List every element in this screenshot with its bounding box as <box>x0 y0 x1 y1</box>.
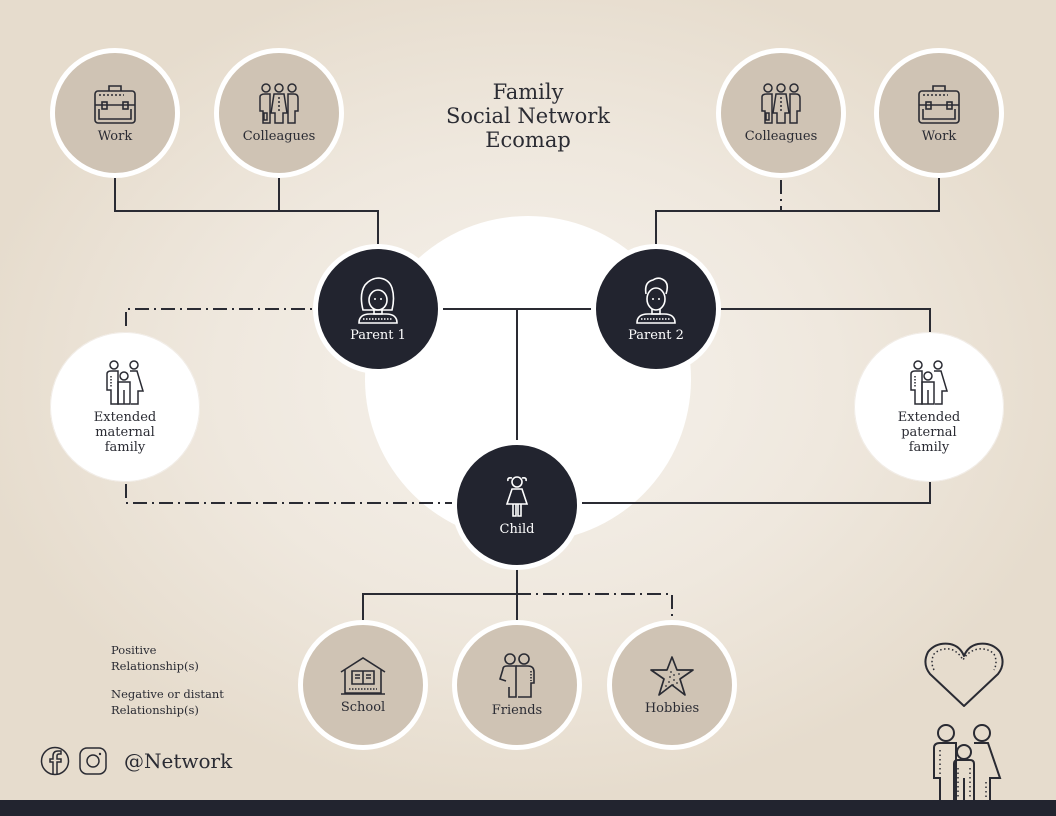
legend-label: Relationship(s) <box>111 659 199 673</box>
social-handle[interactable]: @Network <box>124 749 233 773</box>
line-child-hobbies <box>517 593 673 622</box>
facebook-icon[interactable] <box>40 746 70 776</box>
family-icon <box>910 359 949 405</box>
woman-icon <box>358 276 398 324</box>
node-friends[interactable]: Friends <box>452 620 582 750</box>
school-icon <box>340 656 386 695</box>
node-label: Colleagues <box>744 128 818 144</box>
line-maternal-parent1 <box>125 308 312 326</box>
node-hobbies[interactable]: Hobbies <box>607 620 737 750</box>
node-label: Child <box>499 521 535 537</box>
family-decoration-icon <box>933 724 1002 802</box>
briefcase-icon <box>94 84 136 124</box>
node-colleagues-right[interactable]: Colleagues <box>716 48 846 178</box>
colleagues-icon <box>259 82 299 124</box>
instagram-icon[interactable] <box>78 746 108 776</box>
social-links: @Network <box>40 745 232 777</box>
node-label: Extended paternal family <box>898 410 960 455</box>
node-work-right[interactable]: Work <box>874 48 1004 178</box>
title-line-3: Ecomap <box>485 128 571 152</box>
label-line: maternal <box>95 424 155 440</box>
line-work-right-parent2 <box>655 178 940 246</box>
label-line: family <box>908 439 950 455</box>
title-line-1: Family <box>492 80 564 104</box>
node-parent-1[interactable]: Parent 1 <box>313 244 443 374</box>
node-label: Work <box>97 128 133 144</box>
node-parent-2[interactable]: Parent 2 <box>591 244 721 374</box>
node-label: Colleagues <box>242 128 316 144</box>
node-child[interactable]: Child <box>452 440 582 570</box>
man-icon <box>636 276 676 324</box>
node-label: Parent 2 <box>628 327 684 343</box>
label-line: family <box>104 439 146 455</box>
legend-positive: Positive Relationship(s) <box>40 642 270 676</box>
legend-label: Positive <box>111 643 157 657</box>
legend-negative-text: Negative or distant Relationship(s) <box>111 686 224 718</box>
node-extended-maternal-family[interactable]: Extended maternal family <box>50 332 200 482</box>
line-maternal-child <box>125 484 452 504</box>
line-child-school-friends <box>362 593 518 622</box>
node-school[interactable]: School <box>298 620 428 750</box>
node-label: Friends <box>491 702 543 718</box>
label-line: paternal <box>901 424 957 440</box>
briefcase-icon <box>918 84 960 124</box>
family-icon <box>106 359 145 405</box>
title-line-2: Social Network <box>445 104 611 128</box>
node-extended-paternal-family[interactable]: Extended paternal family <box>854 332 1004 482</box>
line-parent2-paternal <box>721 308 931 334</box>
heart-icon <box>924 642 1004 707</box>
page-title: Family Social Network Ecomap <box>420 80 636 152</box>
label-line: Extended <box>93 409 157 425</box>
friends-icon <box>499 652 535 698</box>
label-line: Extended <box>897 409 961 425</box>
node-label: Parent 1 <box>350 327 406 343</box>
legend-label: Negative or distant <box>111 687 224 701</box>
girl-icon <box>505 475 529 517</box>
legend-positive-text: Positive Relationship(s) <box>111 642 199 674</box>
legend-label: Relationship(s) <box>111 703 199 717</box>
line-paternal-child <box>582 482 931 504</box>
node-label: Work <box>921 128 957 144</box>
star-icon <box>650 655 694 696</box>
node-work-left[interactable]: Work <box>50 48 180 178</box>
colleagues-icon <box>761 82 801 124</box>
node-label: Extended maternal family <box>94 410 156 455</box>
node-colleagues-left[interactable]: Colleagues <box>214 48 344 178</box>
node-label: School <box>340 699 386 715</box>
node-label: Hobbies <box>644 700 700 716</box>
footer-bar <box>0 800 1056 816</box>
line-work-left-parent1 <box>114 178 379 246</box>
line-colleagues-right-parent2 <box>656 180 782 212</box>
legend-negative: Negative or distant Relationship(s) <box>40 686 270 720</box>
